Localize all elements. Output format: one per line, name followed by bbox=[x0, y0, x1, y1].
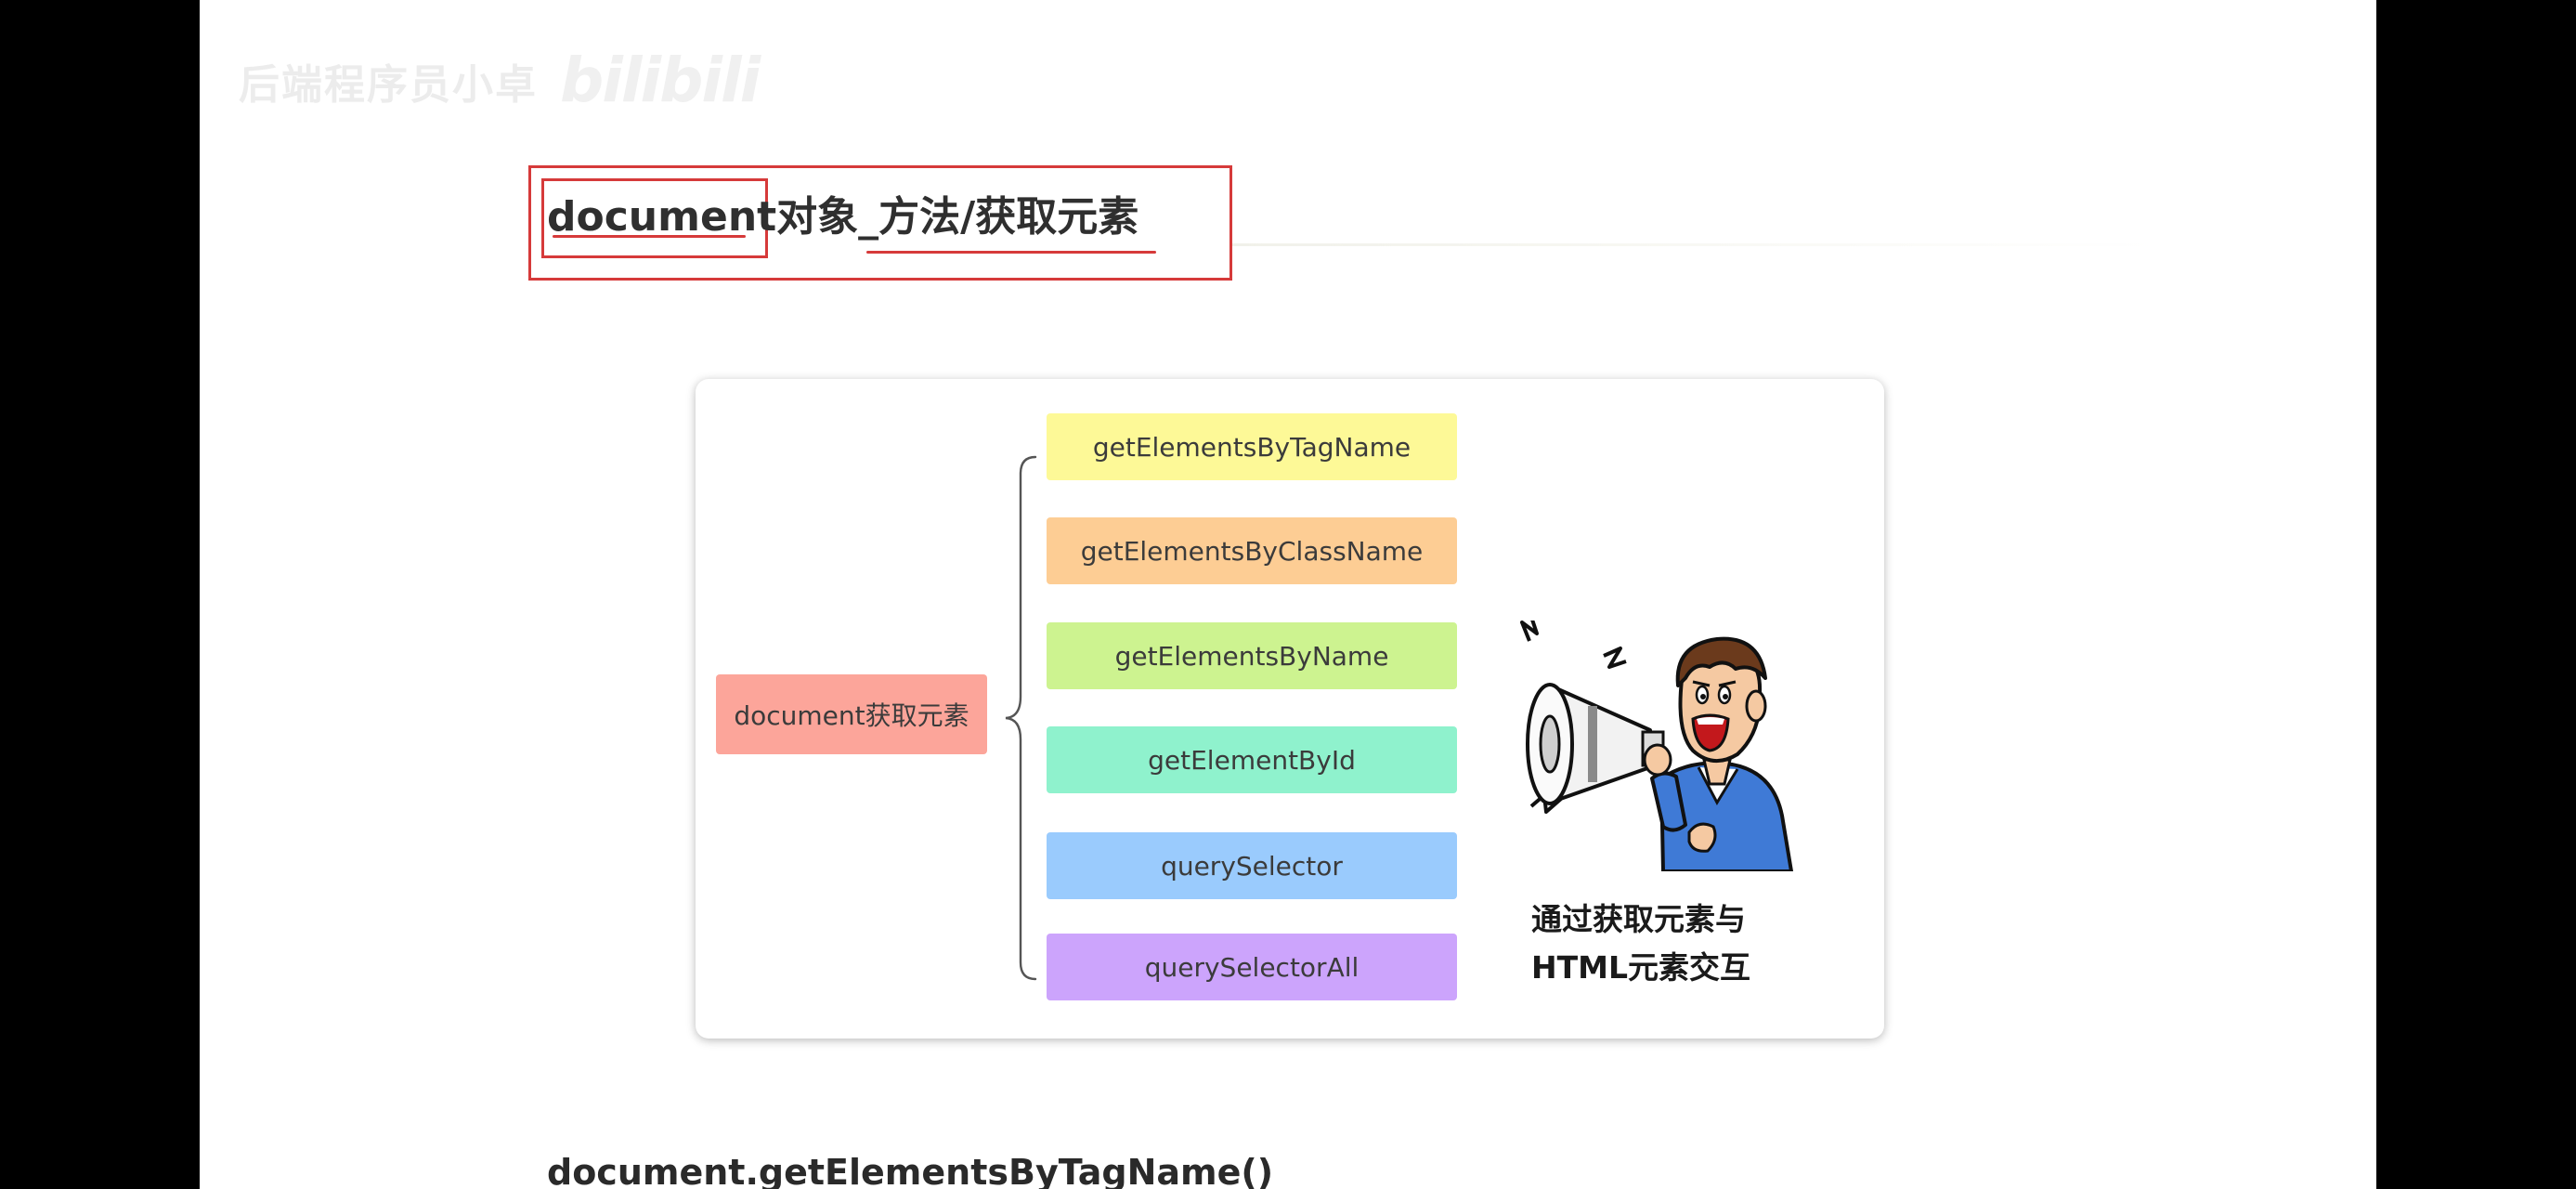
caption-line-1: 通过获取元素与 bbox=[1531, 901, 1746, 937]
caption-line-2: HTML元素交互 bbox=[1531, 949, 1750, 986]
bilibili-logo: bilibili bbox=[560, 45, 761, 116]
slide: 后端程序员小卓 bilibili document对象_方法/获取元素 docu… bbox=[200, 0, 2376, 1189]
diagram-card: document获取元素 getElementsByTagName getEle… bbox=[696, 379, 1884, 1039]
left-letterbox bbox=[0, 0, 200, 1189]
title-underline-method bbox=[866, 251, 1156, 254]
watermark: 后端程序员小卓 bilibili bbox=[239, 45, 761, 116]
section-heading: document.getElementsByTagName() bbox=[547, 1152, 1274, 1189]
root-node: document获取元素 bbox=[716, 674, 987, 754]
method-node: getElementsByClassName bbox=[1047, 517, 1457, 584]
method-node: querySelectorAll bbox=[1047, 934, 1457, 1000]
method-node: querySelector bbox=[1047, 832, 1457, 899]
method-node: getElementById bbox=[1047, 726, 1457, 793]
watermark-text: 后端程序员小卓 bbox=[239, 60, 538, 109]
megaphone-man-illustration bbox=[1520, 621, 1793, 871]
diagram-caption: 通过获取元素与 HTML元素交互 bbox=[1531, 895, 1810, 992]
title-word-highlight-box bbox=[541, 178, 768, 258]
title-highlight-box bbox=[528, 165, 1232, 281]
method-node: getElementsByName bbox=[1047, 622, 1457, 689]
title-underline-document bbox=[553, 235, 746, 238]
title-divider bbox=[1230, 243, 2159, 246]
method-node: getElementsByTagName bbox=[1047, 413, 1457, 480]
right-letterbox bbox=[2376, 0, 2576, 1189]
page-title: document对象_方法/获取元素 bbox=[547, 193, 1139, 241]
curly-brace-icon bbox=[1005, 455, 1037, 981]
